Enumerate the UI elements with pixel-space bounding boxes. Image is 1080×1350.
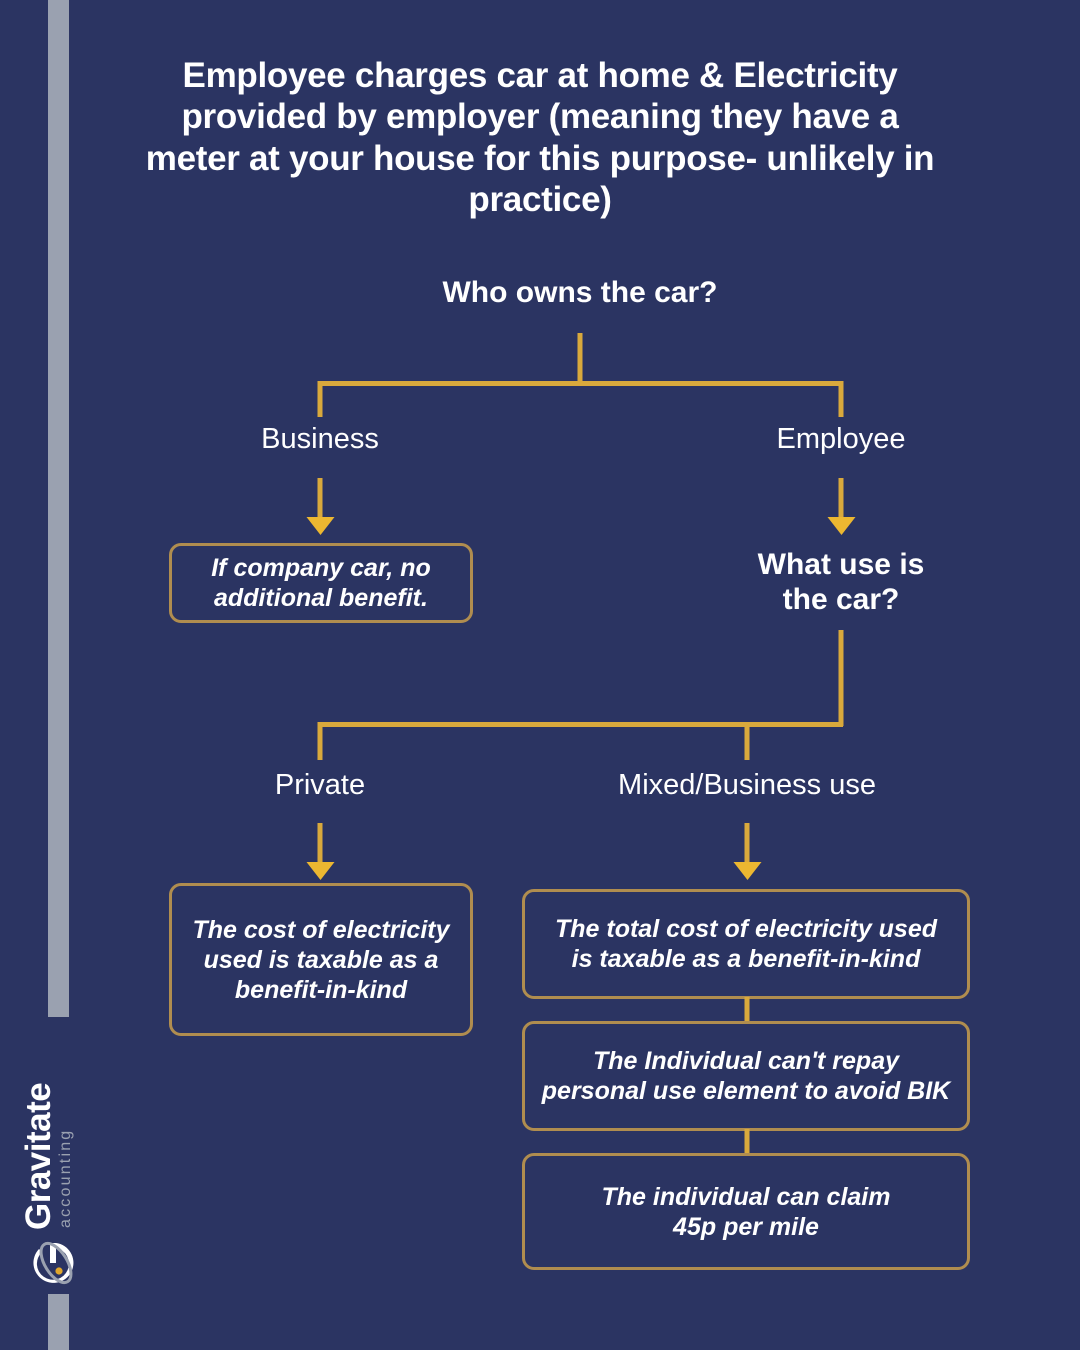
arrow-business-to-box	[317, 478, 323, 518]
box-no-repay: The Individual can't repay personal use …	[522, 1021, 970, 1131]
connector-business-drop	[317, 381, 323, 417]
arrow-mixed-to-box	[744, 823, 750, 863]
connector-private-drop	[317, 722, 323, 760]
node-branch-private: Private	[274, 769, 366, 801]
box-total-cost: The total cost of electricity used is ta…	[522, 889, 970, 999]
orbit-g-icon	[26, 1236, 80, 1290]
connector-second-split	[318, 722, 843, 727]
brand-logo: Gravitate accounting	[16, 1030, 80, 1290]
connector-second-stem	[838, 630, 844, 726]
node-branch-business: Business	[261, 423, 379, 455]
brand-name: Gravitate	[19, 1082, 58, 1230]
brand-subtitle: accounting	[57, 1128, 74, 1228]
brand-rail-top	[48, 0, 69, 1017]
node-branch-mixed: Mixed/Business use	[618, 769, 876, 801]
box-private-cost: The cost of electricity used is taxable …	[169, 883, 473, 1036]
node-root-question: Who owns the car?	[442, 276, 718, 309]
connector-box1-to-box2	[744, 997, 750, 1022]
connector-box2-to-box3	[744, 1129, 750, 1154]
box-mileage: The individual can claim 45p per mile	[522, 1153, 970, 1270]
node-second-question: What use is the car?	[757, 548, 925, 616]
node-branch-employee: Employee	[776, 423, 906, 455]
connector-mixed-drop	[744, 722, 750, 760]
page-title: Employee charges car at home & Electrici…	[145, 56, 935, 219]
arrow-employee-to-question	[838, 478, 844, 518]
connector-root-stem	[577, 333, 583, 383]
arrow-private-to-box	[317, 823, 323, 863]
brand-rail-bottom	[48, 1294, 69, 1350]
brand-wordmark: Gravitate accounting	[19, 1082, 80, 1230]
connector-root-split	[318, 381, 843, 386]
box-company-car: If company car, no additional benefit.	[169, 543, 473, 623]
connector-employee-drop	[838, 381, 844, 417]
